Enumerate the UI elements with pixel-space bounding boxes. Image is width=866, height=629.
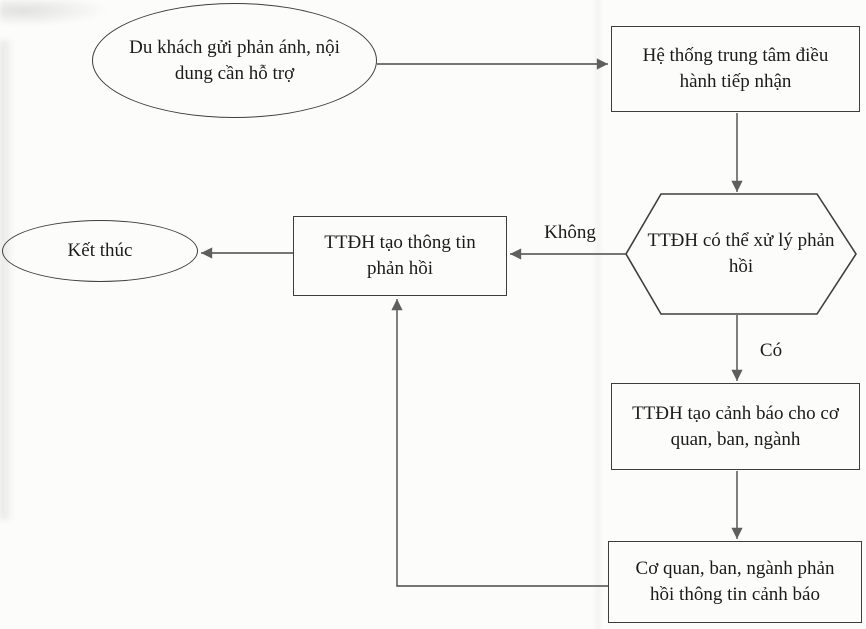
decision-node-label: TTĐH có thể xử lý phản hồi (647, 230, 835, 277)
agency-node: Cơ quan, ban, ngành phản hồi thông tin c… (608, 541, 862, 623)
alert-node: TTĐH tạo cảnh báo cho cơ quan, ban, ngàn… (611, 383, 860, 470)
end-node: Kết thúc (2, 220, 198, 282)
edge-label-yes: Có (759, 340, 783, 361)
feedback-node: TTĐH tạo thông tin phản hồi (293, 216, 507, 296)
receive-node: Hệ thống trung tâm điều hành tiếp nhận (611, 26, 860, 112)
decision-hexagon-shape (625, 193, 857, 315)
start-node: Du khách gửi phản ánh, nội dung cần hỗ t… (92, 3, 377, 118)
edge-agency-to-feedback (391, 299, 608, 587)
edge-label-no: Không (544, 222, 596, 243)
